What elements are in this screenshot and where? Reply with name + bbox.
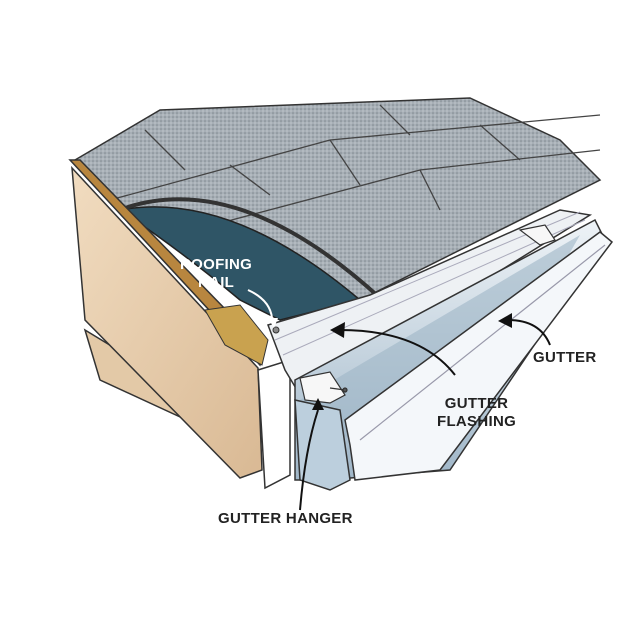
gutter-interior [300, 235, 580, 440]
gutter-end-cap [294, 399, 351, 491]
fascia-board [257, 358, 291, 490]
osb-edge [204, 304, 269, 366]
gutter-hanger [299, 224, 556, 404]
label-roofing-nail: ROOFING NAIL [180, 256, 252, 292]
label-gutter: GUTTER [533, 349, 597, 366]
label-gutter-flashing-line1: GUTTER [444, 395, 509, 412]
label-gutter-flashing-line2: FLASHING [437, 413, 517, 430]
gutter-flashing [267, 209, 593, 397]
label-roofing-nail-line2: NAIL [197, 274, 235, 291]
gutter-front-lip [344, 231, 614, 481]
label-gutter-hanger: GUTTER HANGER [218, 510, 353, 527]
label-gutter-flashing: GUTTER FLASHING [437, 395, 516, 431]
label-roofing-nail-line1: ROOFING [180, 256, 253, 273]
callout-arrows [247, 289, 551, 511]
roofing-nail [272, 326, 280, 334]
